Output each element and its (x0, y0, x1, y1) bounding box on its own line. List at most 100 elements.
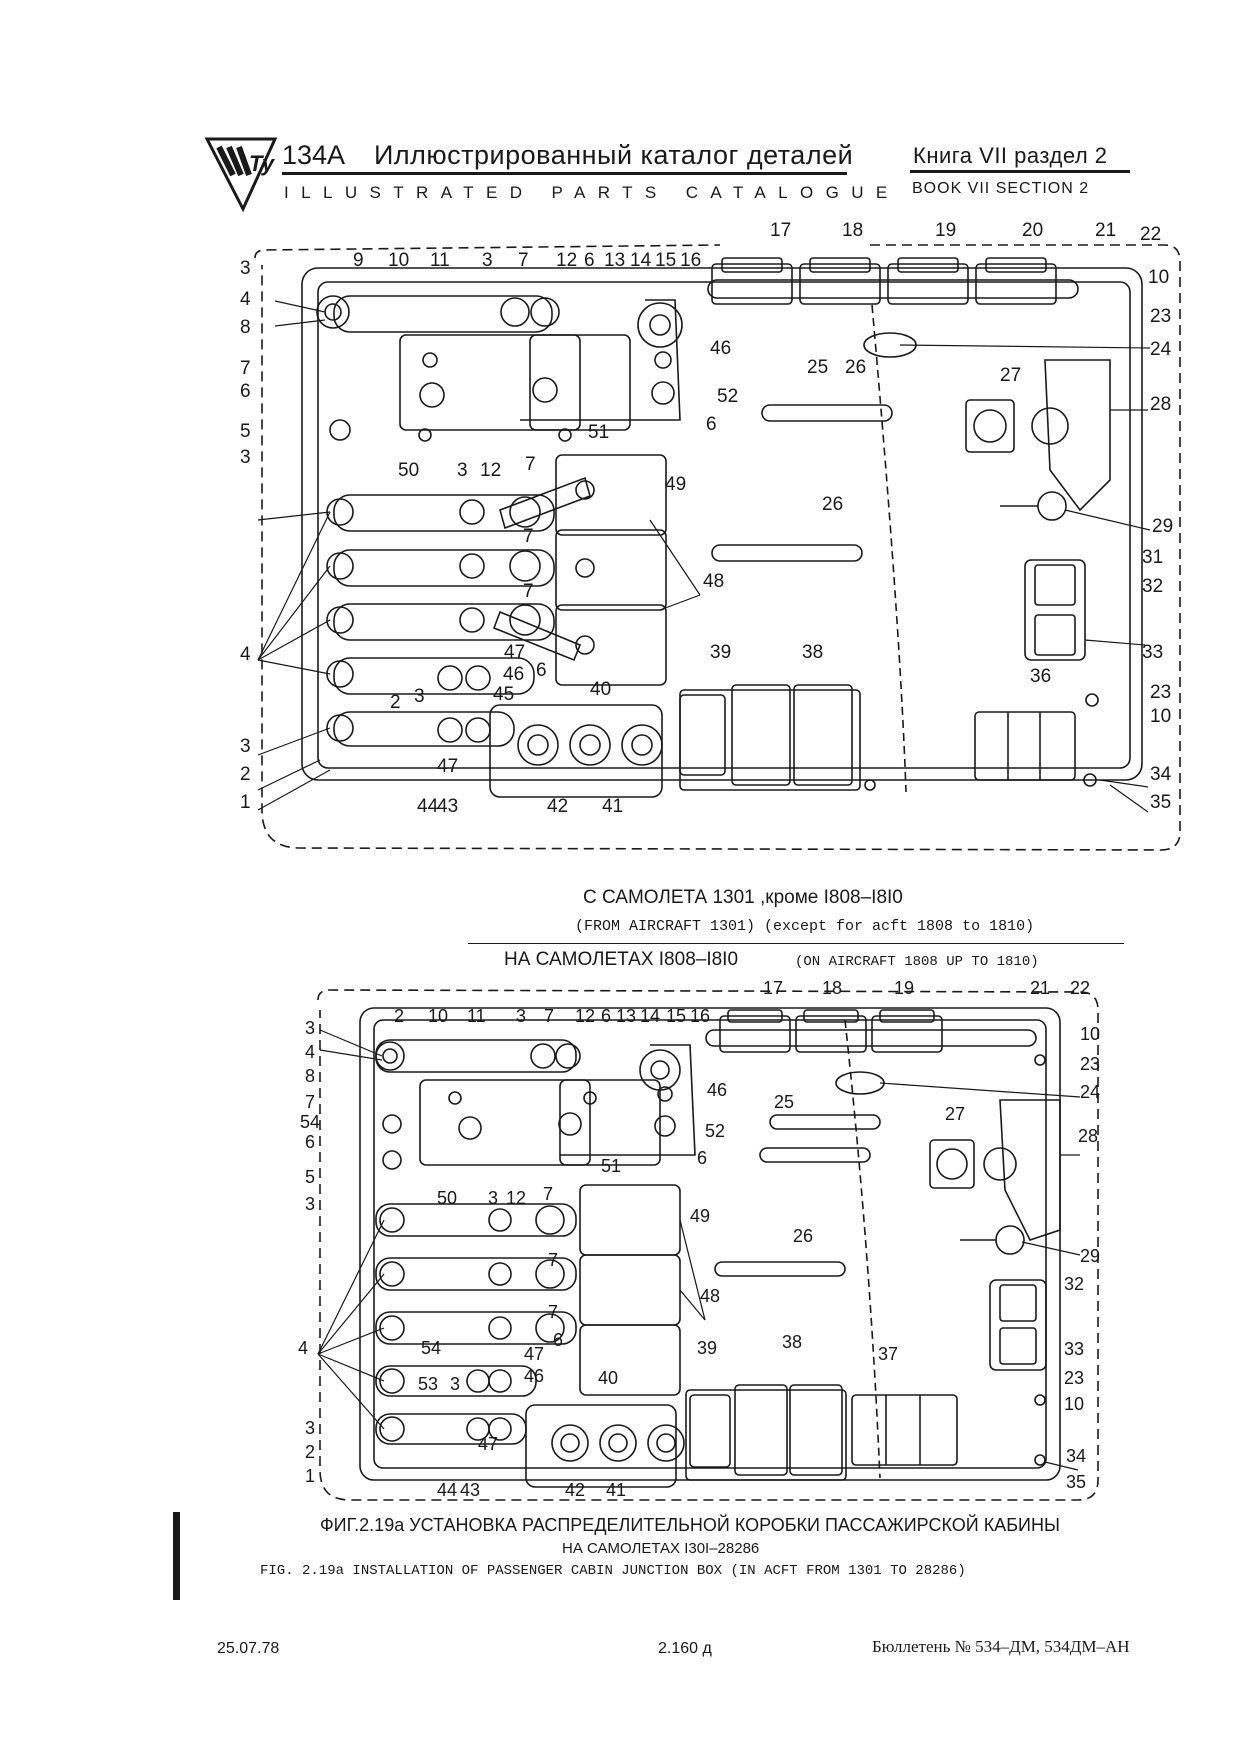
callout-7c: 7 (525, 454, 536, 475)
b-callout-6: 6 (601, 1006, 611, 1026)
b-callout-3f: 3 (305, 1418, 315, 1438)
callout-26: 26 (845, 357, 866, 378)
callout-49: 49 (665, 474, 686, 495)
callout-43: 43 (437, 796, 458, 817)
b-callout-2b: 2 (305, 1442, 315, 1462)
book-en: BOOK VII SECTION 2 (912, 180, 1090, 197)
callout-45: 45 (493, 684, 514, 705)
callout-6: 6 (584, 250, 595, 271)
b-callout-23b: 23 (1064, 1368, 1084, 1388)
b-callout-13: 13 (616, 1006, 636, 1026)
b-callout-51: 51 (601, 1156, 621, 1176)
callout-16: 16 (680, 250, 701, 271)
callout-1: 1 (240, 792, 251, 813)
callout-41: 41 (602, 796, 623, 817)
b-callout-1: 1 (305, 1466, 315, 1486)
b-callout-25: 25 (774, 1092, 794, 1112)
book-ru: Книга VII раздел 2 (913, 143, 1108, 168)
callout-23b: 23 (1150, 682, 1171, 703)
b-callout-7e: 7 (548, 1302, 558, 1322)
callout-33: 33 (1142, 642, 1163, 663)
b-callout-26: 26 (793, 1226, 813, 1246)
callout-6d: 6 (536, 660, 547, 681)
b-callout-44: 44 (437, 1480, 457, 1500)
callout-19: 19 (935, 220, 956, 241)
callout-2: 2 (390, 692, 401, 713)
callout-7e: 7 (523, 581, 534, 602)
b-callout-4b: 4 (298, 1338, 308, 1358)
b-callout-12: 12 (575, 1006, 595, 1026)
callout-34: 34 (1150, 764, 1172, 785)
b-callout-27: 27 (945, 1104, 965, 1124)
b-callout-16: 16 (690, 1006, 710, 1026)
footer-page-number: 2.160 д (658, 1640, 712, 1657)
callout-2b: 2 (240, 764, 251, 785)
callout-36: 36 (1030, 666, 1051, 687)
callout-23: 23 (1150, 306, 1171, 327)
callout-29: 29 (1152, 516, 1173, 537)
b-callout-2: 2 (394, 1006, 404, 1026)
callout-10: 10 (388, 250, 409, 271)
b-callout-14: 14 (640, 1006, 660, 1026)
callout-14: 14 (630, 250, 652, 271)
figure-title-ru-line2: НА САМОЛЕТАХ I30I–28286 (562, 1540, 760, 1557)
b-callout-47: 47 (524, 1344, 544, 1364)
b-callout-3e: 3 (450, 1374, 460, 1394)
callout-15: 15 (655, 250, 676, 271)
callout-3b: 3 (240, 258, 251, 279)
footer-date: 25.07.78 (217, 1640, 280, 1657)
b-callout-10: 10 (428, 1006, 448, 1026)
b-callout-21: 21 (1030, 978, 1050, 998)
b-callout-10b: 10 (1080, 1024, 1100, 1044)
callout-46b: 46 (503, 664, 524, 685)
callout-13: 13 (604, 250, 625, 271)
callout-10b: 10 (1148, 267, 1169, 288)
title-en: ILLUSTRATED PARTS CATALOGUE (284, 183, 900, 202)
callout-47: 47 (504, 642, 525, 663)
figure-title-en: FIG. 2.19a INSTALLATION OF PASSENGER CAB… (260, 1563, 966, 1579)
callout-42: 42 (547, 796, 568, 817)
title-ru: Иллюстрированный каталог деталей (374, 140, 854, 170)
b-callout-39: 39 (697, 1338, 717, 1358)
applicability2-ru: НА САМОЛЕТАХ I808–I8I0 (504, 949, 739, 970)
b-callout-40: 40 (598, 1368, 618, 1388)
b-callout-4: 4 (305, 1042, 315, 1062)
callout-21: 21 (1095, 220, 1116, 241)
b-callout-3d: 3 (488, 1188, 498, 1208)
b-callout-54b: 54 (421, 1338, 441, 1358)
callout-8: 8 (240, 317, 251, 338)
tupolev-logo: Ту (205, 137, 277, 213)
header-rule-left (282, 172, 847, 175)
b-callout-3b: 3 (305, 1018, 315, 1038)
b-callout-41: 41 (606, 1480, 626, 1500)
applicability2-en: (ON AIRCRAFT 1808 UP TO 1810) (795, 954, 1039, 970)
b-callout-24: 24 (1080, 1082, 1100, 1102)
callout-51: 51 (588, 422, 609, 443)
b-callout-3: 3 (516, 1006, 526, 1026)
callout-35: 35 (1150, 792, 1171, 813)
b-callout-7c: 7 (543, 1184, 553, 1204)
b-callout-33: 33 (1064, 1339, 1084, 1359)
b-callout-38: 38 (782, 1332, 802, 1352)
b-callout-6b: 6 (305, 1132, 315, 1152)
callout-28: 28 (1150, 394, 1171, 415)
b-callout-7b: 7 (305, 1092, 315, 1112)
model-number: 134A (282, 140, 346, 170)
b-callout-37: 37 (878, 1344, 898, 1364)
callout-18: 18 (842, 220, 863, 241)
callout-12b: 12 (480, 460, 501, 481)
b-callout-3c: 3 (305, 1194, 315, 1214)
b-callout-22: 22 (1070, 978, 1090, 998)
callout-4: 4 (240, 289, 251, 310)
callout-50: 50 (398, 460, 419, 481)
callout-52: 52 (717, 386, 738, 407)
applicability-ru: С САМОЛЕТА 1301 ,кроме I808–I8I0 (583, 887, 903, 908)
b-callout-42: 42 (565, 1480, 585, 1500)
callout-39: 39 (710, 642, 731, 663)
b-callout-34: 34 (1066, 1446, 1086, 1466)
b-callout-50: 50 (437, 1188, 457, 1208)
callout-3e: 3 (414, 686, 425, 707)
divider-line (468, 943, 1124, 944)
callout-6c: 6 (706, 414, 717, 435)
b-callout-5: 5 (305, 1167, 315, 1187)
